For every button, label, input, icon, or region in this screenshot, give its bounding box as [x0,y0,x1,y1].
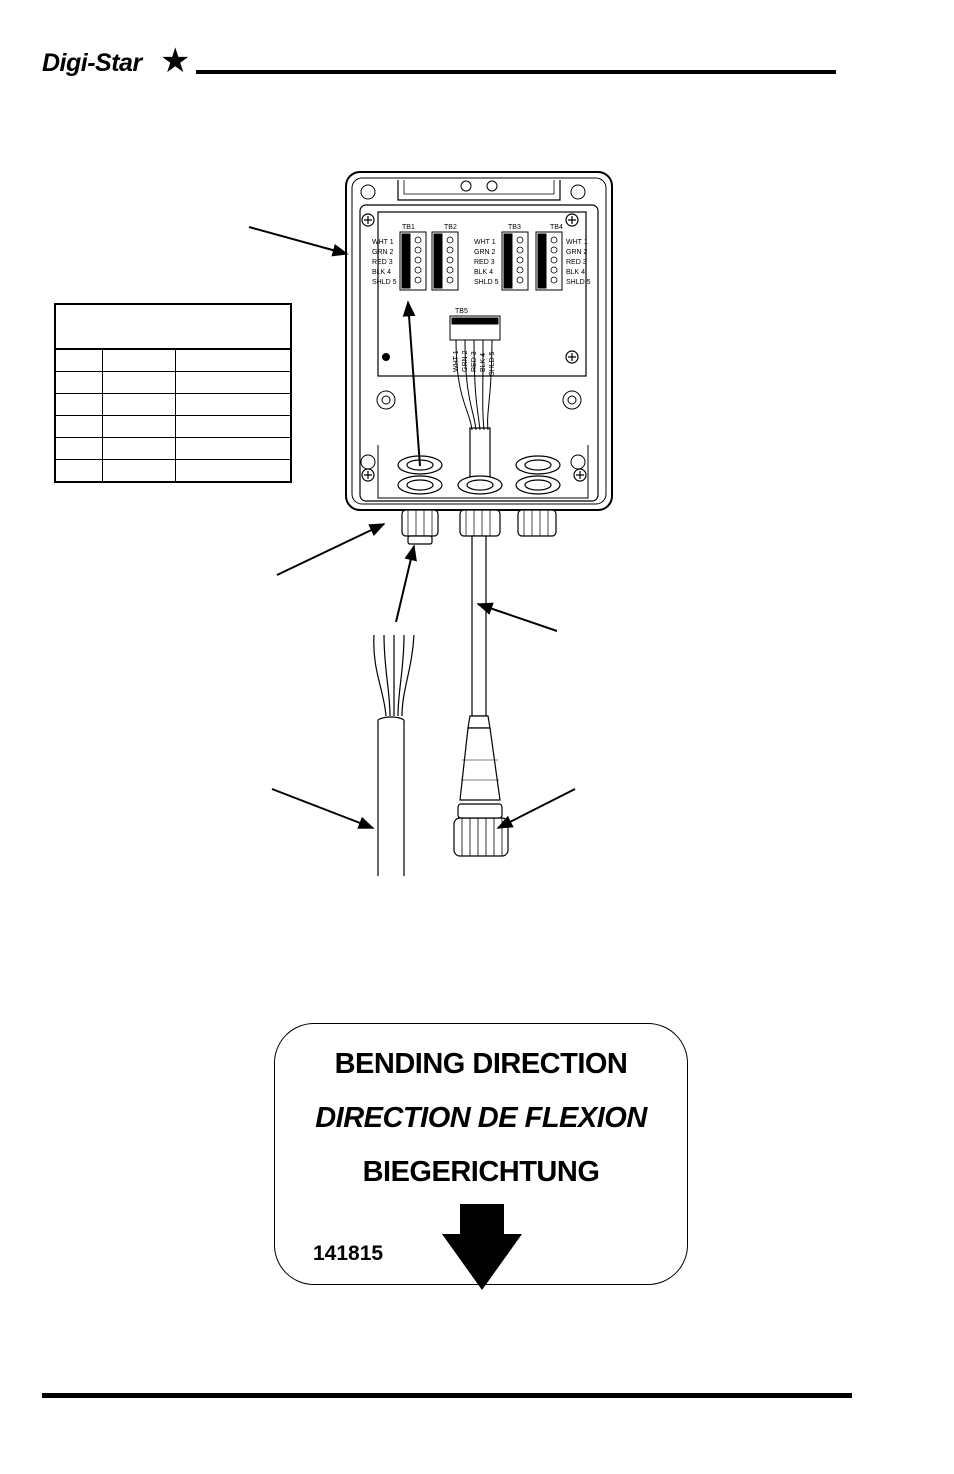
wire-label: SHLD 5 [489,351,496,376]
logo-text: Digi-Star [42,49,142,77]
footer-rule [42,1393,852,1398]
load-cell-cable [459,535,501,801]
wire-label: GRN 2 [372,249,394,256]
wire-label: SHLD 5 [566,279,591,286]
wire-label: WHT 1 [474,239,496,246]
callout-arrows [248,226,576,829]
decal-line-german: BIEGERICHTUNG [362,1156,600,1188]
decal-part-number: 141815 [313,1242,384,1265]
wiring-table [54,303,292,483]
table-row [54,437,292,460]
terminal-block-tb5 [449,315,501,341]
terminal-block-tb1 [399,231,427,291]
wire-label: WHT 1 [566,239,588,246]
junction-box-diagram: TB1 TB2 TB3 TB4 TB5 WHT 1 GRN 2 RED 3 BL… [248,171,613,876]
led-indicator [382,353,390,361]
screw-icon [361,213,587,482]
wire-label: BLK 4 [474,269,493,276]
connector-icon [453,803,509,857]
cable-glands [401,509,557,545]
tb4-label: TB4 [550,224,563,231]
terminal-block-tb4 [535,231,563,291]
terminal-block-tb2 [431,231,459,291]
terminal-block-tb3 [501,231,529,291]
table-row [54,393,292,416]
wire-label: BLK 4 [480,353,487,372]
wire-label: RED 3 [566,259,587,266]
decal-line-english: BENDING DIRECTION [334,1048,628,1080]
terminal-screws [414,236,558,284]
tb5-label: TB5 [455,308,468,315]
decal-line-french: DIRECTION DE FLEXION [315,1102,647,1134]
wiring-table-header [54,303,292,350]
wire-label: GRN 2 [566,249,588,256]
tb2-label: TB2 [444,224,457,231]
header-rule [196,70,836,74]
tb1-label: TB1 [402,224,415,231]
wire-label: RED 3 [372,259,393,266]
wire-label: GRN 2 [474,249,496,256]
wire-label: RED 3 [474,259,495,266]
tb3-label: TB3 [508,224,521,231]
enclosure [345,171,613,511]
cable-gland-nuts [397,455,561,495]
wire-label: SHLD 5 [474,279,499,286]
bending-direction-decal: BENDING DIRECTION DIRECTION DE FLEXION B… [274,1023,688,1290]
table-row [54,459,292,483]
digi-star-logo: Digi-Star ★ [42,44,202,84]
wire-label: BLK 4 [372,269,391,276]
wire-label: BLK 4 [566,269,585,276]
wire-label: WHT 1 [372,239,394,246]
table-row [54,348,292,372]
wire-label: SHLD 5 [372,279,397,286]
stripped-cable [373,634,415,876]
down-arrow-icon [442,1204,522,1290]
star-icon: ★ [160,42,191,80]
